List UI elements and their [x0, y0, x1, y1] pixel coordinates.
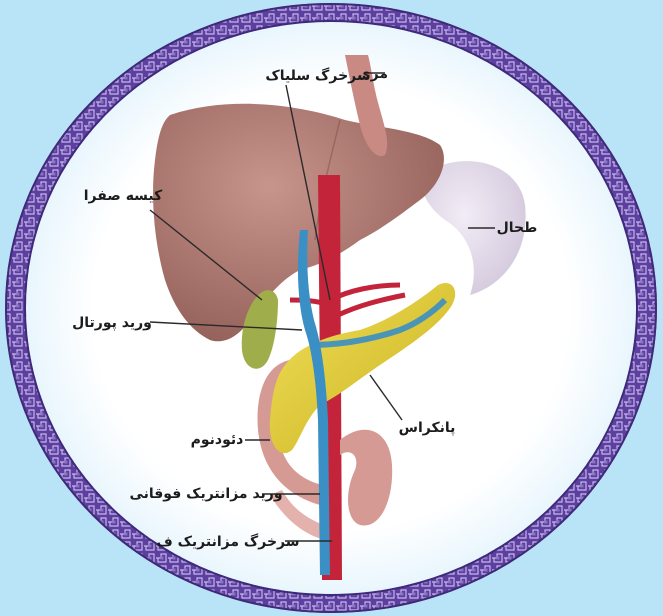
label-superior-mesenteric-vein: ورید مزانتریک فوقانی	[129, 486, 282, 502]
label-portal-vein: ورید پورتال	[72, 315, 152, 331]
label-pancreas: پانکراس	[399, 420, 456, 436]
label-superior-mesenteric-artery: سرخرگ مزانتریک ف	[156, 533, 299, 550]
label-gallbladder: کیسه صفرا	[84, 188, 163, 204]
label-celiac-artery: سرخرگ سلیاک	[265, 67, 370, 84]
label-duodenum: دئودنوم	[191, 432, 244, 448]
label-spleen: طحال	[497, 220, 538, 236]
